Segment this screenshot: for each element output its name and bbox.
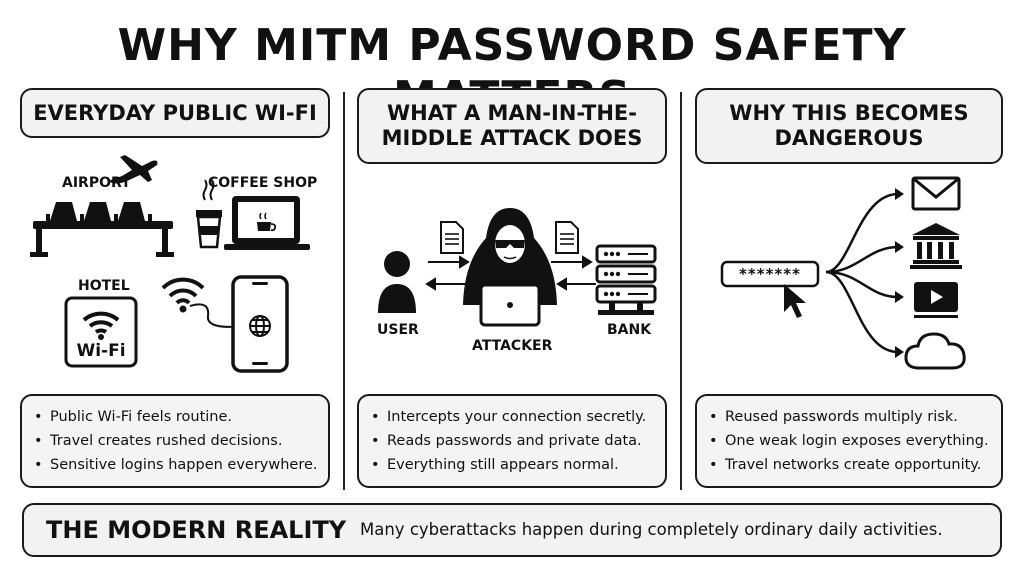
bullet-item: Public Wi-Fi feels routine. bbox=[34, 405, 318, 429]
arrows bbox=[425, 255, 596, 291]
user-icon bbox=[378, 251, 416, 313]
user-label: USER bbox=[377, 322, 419, 338]
bullet-item: Reused passwords multiply risk. bbox=[709, 405, 991, 429]
wifi-icon bbox=[161, 277, 246, 328]
bullet-item: Reads passwords and private data. bbox=[371, 429, 655, 453]
section-heading-danger: WHY THIS BECOMES DANGEROUS bbox=[695, 88, 1003, 164]
coffee-cup-icon bbox=[196, 179, 222, 249]
cursor-icon bbox=[784, 284, 806, 318]
hacker-icon bbox=[463, 208, 557, 327]
server-icon bbox=[595, 244, 657, 315]
branch-arrows bbox=[825, 192, 899, 354]
illustrations bbox=[30, 155, 966, 373]
document-icon bbox=[440, 221, 464, 254]
bank-icon bbox=[910, 223, 962, 269]
bullet-item: One weak login exposes everything. bbox=[709, 429, 991, 453]
bullet-box-danger: Reused passwords multiply risk. One weak… bbox=[695, 394, 1003, 488]
section-heading-mitm: WHAT A MAN-IN-THE-MIDDLE ATTACK DOES bbox=[357, 88, 667, 164]
coffee-shop-label: COFFEE SHOP bbox=[208, 175, 318, 191]
bank-label: BANK bbox=[607, 322, 652, 338]
cloud-icon bbox=[904, 332, 966, 370]
hotel-wifi-sign-icon bbox=[64, 296, 138, 368]
laptop-icon bbox=[224, 196, 310, 250]
bullet-item: Travel creates rushed decisions. bbox=[34, 429, 318, 453]
bullet-item: Everything still appears normal. bbox=[371, 453, 655, 477]
section-heading-text: WHY THIS BECOMES DANGEROUS bbox=[729, 101, 969, 150]
airport-label: AIRPORT bbox=[62, 175, 131, 191]
globe-icon bbox=[249, 315, 271, 337]
bullet-item: Sensitive logins happen everywhere. bbox=[34, 453, 318, 477]
bullet-box-mitm: Intercepts your connection secretly. Rea… bbox=[357, 394, 667, 488]
modern-reality-banner: THE MODERN REALITY Many cyberattacks hap… bbox=[22, 503, 1002, 557]
bullet-box-public-wifi: Public Wi-Fi feels routine. Travel creat… bbox=[20, 394, 330, 488]
column-divider-1 bbox=[343, 92, 345, 490]
bullet-item: Travel networks create opportunity. bbox=[709, 453, 991, 477]
section-heading-public-wifi: EVERYDAY PUBLIC WI-FI bbox=[20, 88, 330, 138]
video-icon bbox=[914, 282, 958, 318]
password-text: ******* bbox=[739, 265, 801, 283]
footer-heading: THE MODERN REALITY bbox=[46, 516, 347, 544]
document-icon bbox=[555, 221, 579, 254]
wifi-sign-text: Wi-Fi bbox=[76, 341, 126, 361]
password-field bbox=[720, 260, 820, 288]
airport-seats-icon bbox=[30, 202, 174, 257]
airplane-icon bbox=[108, 155, 158, 184]
footer-message: Many cyberattacks happen during complete… bbox=[360, 520, 943, 539]
section-heading-text: EVERYDAY PUBLIC WI-FI bbox=[33, 100, 317, 125]
section-heading-text: WHAT A MAN-IN-THE-MIDDLE ATTACK DOES bbox=[381, 101, 643, 150]
column-divider-2 bbox=[680, 92, 682, 490]
attacker-label: ATTACKER bbox=[472, 338, 553, 354]
bullet-item: Intercepts your connection secretly. bbox=[371, 405, 655, 429]
hotel-label: HOTEL bbox=[78, 278, 130, 294]
email-icon bbox=[911, 176, 961, 211]
